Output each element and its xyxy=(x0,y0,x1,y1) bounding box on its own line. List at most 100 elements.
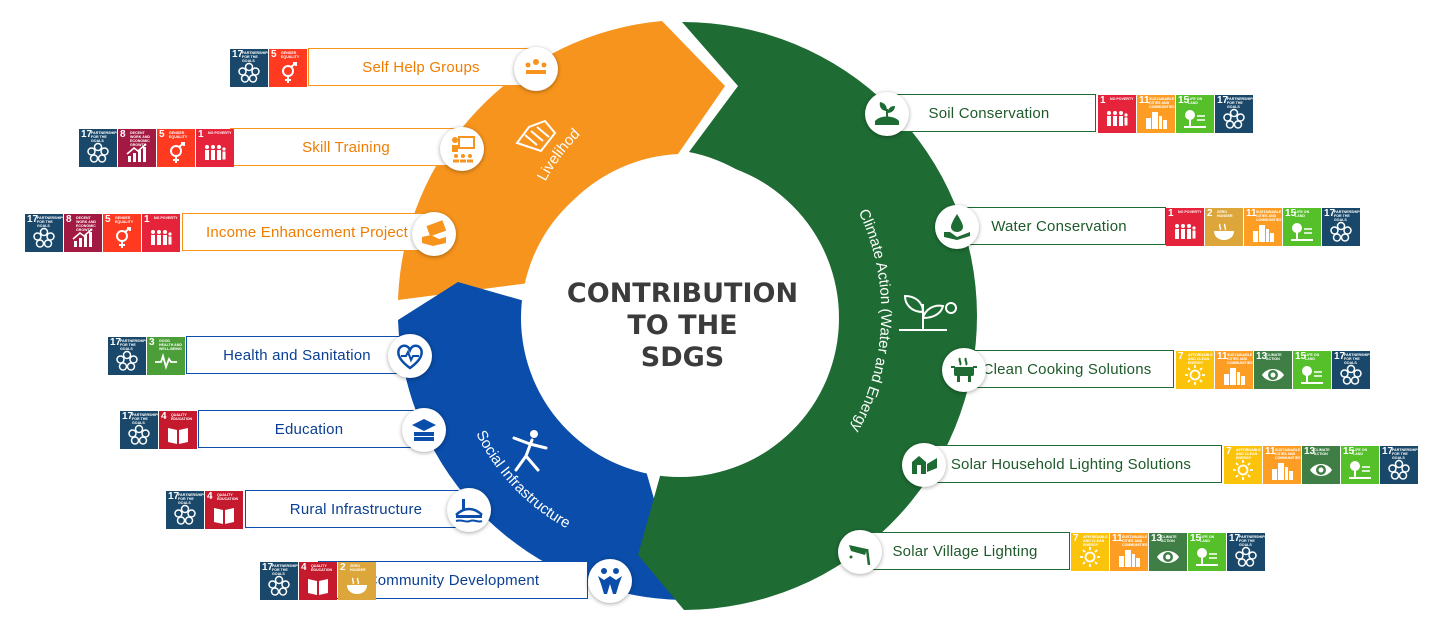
sdg-title: Gender Equality xyxy=(281,51,300,59)
sdg-17-badge: 17Partnerships for the Goals xyxy=(108,337,146,375)
money-hand-icon xyxy=(412,212,456,256)
sdg-title: Affordable and Clean Energy xyxy=(1236,448,1261,460)
sdg-title: Life on Land xyxy=(1188,97,1203,105)
sdg-17-badge: 17Partnerships for the Goals xyxy=(1380,446,1418,484)
sdg-number: 1 xyxy=(144,214,150,225)
sdg-1-badge: 1 No Poverty xyxy=(1166,208,1204,246)
sdg-15-badge: 15Life on Land xyxy=(1283,208,1321,246)
sdg-title: Partnerships for the Goals xyxy=(120,339,146,351)
item-label: Clean Cooking Solutions xyxy=(982,360,1152,378)
sdg-number: 17 xyxy=(232,49,244,60)
training-icon xyxy=(440,127,484,171)
sdg-title: Sustainable Cities and Communities xyxy=(1149,97,1175,109)
item-label: Self Help Groups xyxy=(362,58,480,76)
sdg-11-badge: 11Sustainable Cities and Communities xyxy=(1263,446,1301,484)
center-title-line-1: CONTRIBUTION xyxy=(566,278,799,309)
sdg-11-badge: 11Sustainable Cities and Communities xyxy=(1244,208,1282,246)
item-label-box: Soil Conservation xyxy=(882,94,1096,132)
sdg-number: 1 xyxy=(198,129,204,140)
handshake-icon xyxy=(515,119,557,153)
sdg-11-badge: 11Sustainable Cities and Communities xyxy=(1137,95,1175,133)
sdg-8-badge: 8 Decent Work and Economic Growth xyxy=(64,214,102,252)
item-label: Solar Household Lighting Solutions xyxy=(950,455,1192,473)
sdg-number: 11 xyxy=(1112,533,1123,544)
sdg-number: 4 xyxy=(161,411,167,422)
sdg-title: Climate Action xyxy=(1314,448,1330,456)
sdg-1-badge: 1 No Poverty xyxy=(142,214,180,252)
sdg-title: Sustainable Cities and Communities xyxy=(1256,210,1282,222)
sdg-17-badge: 17Partnerships for the Goals xyxy=(1215,95,1253,133)
sdg-number: 13 xyxy=(1151,533,1163,544)
sdg-title: Good Health and Well-Being xyxy=(159,339,182,351)
sdg-17-badge: 17Partnerships for the Goals xyxy=(166,491,204,529)
sdg-title: No Poverty xyxy=(154,216,178,220)
social-infrastructure-segment xyxy=(398,282,683,600)
sdg-number: 15 xyxy=(1285,208,1297,219)
sdg-17-badge: 17Partnerships for the Goals xyxy=(25,214,63,252)
sdg-number: 5 xyxy=(271,49,277,60)
sdg-13-badge: 13Climate Action xyxy=(1254,351,1292,389)
sdg-title: Sustainable Cities and Communities xyxy=(1275,448,1301,460)
sdg-title: Gender Equality xyxy=(169,131,188,139)
sdg-3-badge: 3Good Health and Well-Being xyxy=(147,337,185,375)
sdg-15-badge: 15Life on Land xyxy=(1188,533,1226,571)
sdg-11-badge: 11Sustainable Cities and Communities xyxy=(1215,351,1253,389)
sdg-4-badge: 4 Quality Education xyxy=(205,491,243,529)
people-icon xyxy=(588,559,632,603)
water-hand-icon xyxy=(935,205,979,249)
sdg-17-badge: 17Partnerships for the Goals xyxy=(79,129,117,167)
item-label-box: Solar Household Lighting Solutions xyxy=(920,445,1222,483)
sdg-title: Quality Education xyxy=(217,493,239,501)
sdg-11-badge: 11Sustainable Cities and Communities xyxy=(1110,533,1148,571)
sdg-7-badge: 7Affordable and Clean Energy xyxy=(1071,533,1109,571)
item-label-box: Solar Village Lighting xyxy=(860,532,1070,570)
sdg-number: 2 xyxy=(340,562,346,573)
sdg-number: 15 xyxy=(1190,533,1202,544)
center-title: CONTRIBUTION TO THE SDGS xyxy=(560,278,805,374)
sdg-title: Partnerships for the Goals xyxy=(1344,353,1370,365)
sdg-number: 17 xyxy=(1382,446,1394,457)
sdg-title: Gender Equality xyxy=(115,216,134,224)
sdg-title: Zero Hunger xyxy=(1217,210,1233,218)
sdg-number: 17 xyxy=(1217,95,1229,106)
sdg-title: Life on Land xyxy=(1305,353,1320,361)
sdg-number: 11 xyxy=(1139,95,1150,106)
sdg-number: 11 xyxy=(1217,351,1228,362)
sdg-title: No Poverty xyxy=(208,131,232,135)
sdg-title: Partnerships for the Goals xyxy=(1239,535,1265,547)
solar-home-icon xyxy=(902,443,946,487)
sdg-number: 17 xyxy=(81,129,93,140)
sdg-number: 5 xyxy=(159,129,165,140)
item-label-box: Skill Training xyxy=(230,128,462,166)
plant-soil-icon xyxy=(865,92,909,136)
item-label: Soil Conservation xyxy=(928,104,1050,122)
cookstove-icon xyxy=(942,348,986,392)
sdg-number: 17 xyxy=(262,562,274,573)
sdg-number: 15 xyxy=(1178,95,1190,106)
sdg-number: 8 xyxy=(66,214,72,225)
sdg-title: Partnerships for the Goals xyxy=(132,413,158,425)
sdg-title: Life on Land xyxy=(1353,448,1368,456)
item-label-box: Clean Cooking Solutions xyxy=(960,350,1174,388)
bridge-icon xyxy=(447,488,491,532)
sdg-title: Life on Land xyxy=(1295,210,1310,218)
sdg-title: Climate Action xyxy=(1161,535,1177,543)
sdg-title: No Poverty xyxy=(1110,97,1134,101)
sdg-number: 17 xyxy=(1324,208,1336,219)
sdg-number: 5 xyxy=(105,214,111,225)
sdg-number: 1 xyxy=(1168,208,1174,219)
sdg-title: Decent Work and Economic Growth xyxy=(76,216,97,232)
sdg-4-badge: 4Quality Education xyxy=(299,562,337,600)
item-label: Skill Training xyxy=(302,138,390,156)
sdg-number: 13 xyxy=(1256,351,1268,362)
sdg-title: Partnerships for the Goals xyxy=(1392,448,1418,460)
sdg-number: 4 xyxy=(207,491,213,502)
sdg-15-badge: 15Life on Land xyxy=(1341,446,1379,484)
sdg-7-badge: 7Affordable and Clean Energy xyxy=(1176,351,1214,389)
plant-bulb-icon xyxy=(899,294,957,331)
sdg-number: 17 xyxy=(27,214,39,225)
sdg-title: No Poverty xyxy=(1178,210,1202,214)
sdg-number: 7 xyxy=(1073,533,1079,544)
sdg-title: Partnerships for the Goals xyxy=(1227,97,1253,109)
books-icon xyxy=(402,408,446,452)
